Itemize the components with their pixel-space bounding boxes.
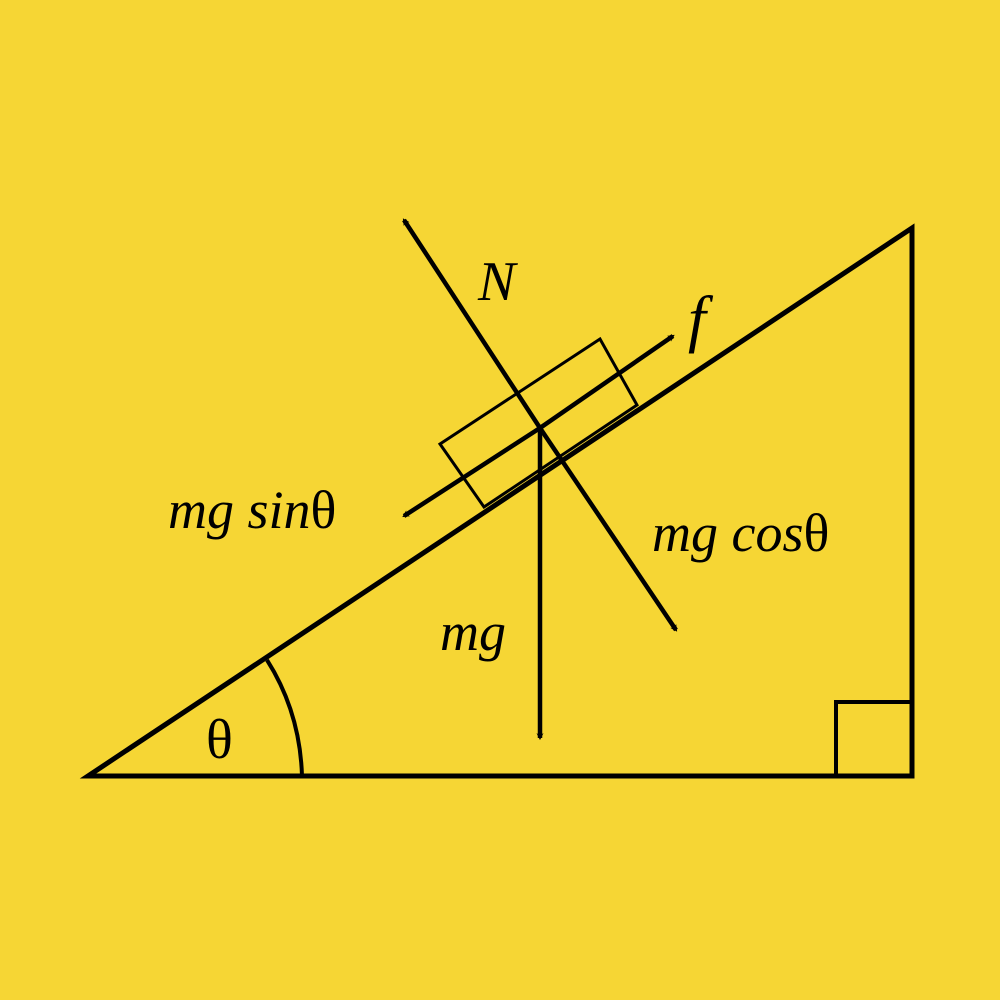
incline-triangle: [79, 223, 915, 779]
perpendicular-component-label: mg cosθ: [652, 503, 829, 563]
normal-force-arrow: [402, 218, 542, 430]
perpendicular-component-arrow: [538, 426, 678, 632]
friction-label: f: [688, 283, 714, 354]
normal-force-label: N: [477, 251, 518, 313]
perpendicular-component-prefix: mg cos: [652, 503, 803, 563]
gravity-label: mg: [440, 602, 506, 662]
perpendicular-component-theta: θ: [803, 503, 829, 563]
friction-arrow: [538, 334, 675, 430]
angle-label: θ: [206, 709, 233, 771]
parallel-component-theta: θ: [311, 480, 337, 540]
parallel-component-label: mg sinθ: [168, 480, 336, 540]
parallel-component-prefix: mg sin: [168, 480, 311, 540]
parallel-component-arrow: [402, 426, 542, 518]
right-angle-marker: [834, 700, 912, 776]
block: [437, 336, 639, 510]
angle-arc: [265, 658, 304, 777]
